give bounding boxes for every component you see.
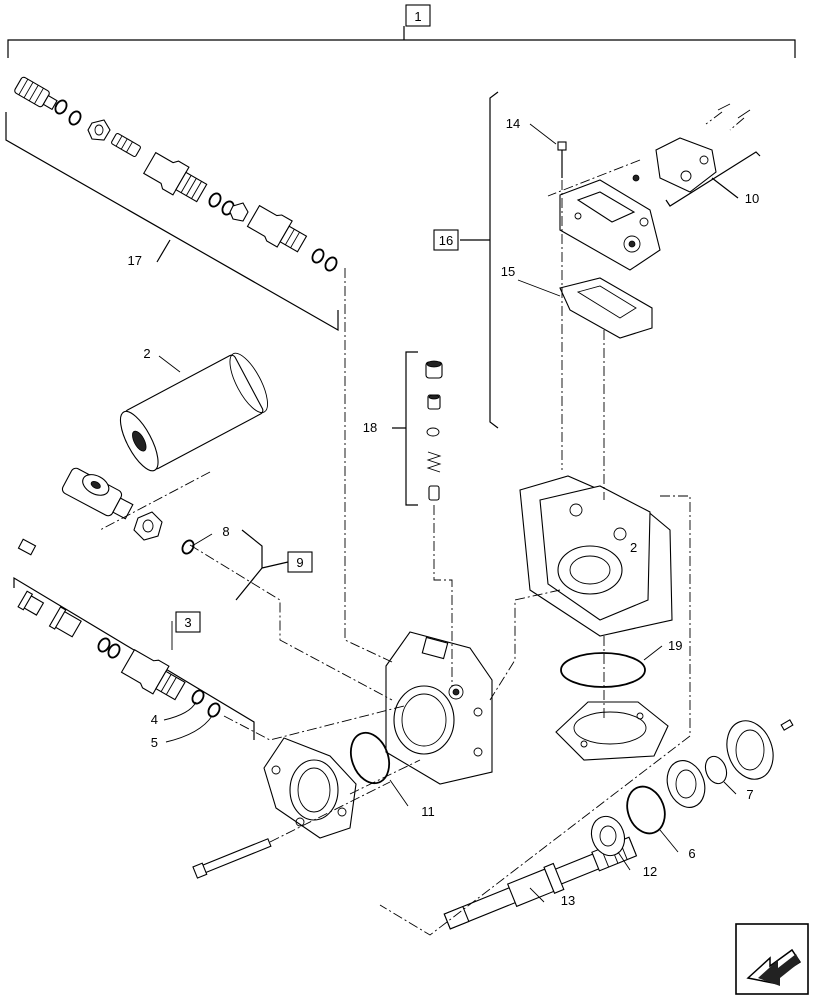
assembly-bracket-1: 1	[7, 4, 796, 58]
callout-15: 15	[501, 264, 515, 279]
callout-18: 18	[363, 420, 377, 435]
callout-17: 17	[128, 253, 142, 268]
callout-1: 1	[414, 9, 421, 24]
callout-12: 12	[643, 864, 657, 879]
callout-14: 14	[506, 116, 520, 131]
central-valve-body	[385, 631, 493, 785]
callout-5: 5	[151, 735, 158, 750]
valve-assembly-17: 17	[5, 76, 339, 332]
valve-assembly-3: 3 4 5	[13, 576, 255, 750]
callout-16: 16	[439, 233, 453, 248]
callout-9: 9	[296, 555, 303, 570]
callout-10: 10	[745, 191, 759, 206]
callout-11: 11	[421, 804, 435, 819]
shaft-group: 13 12 6 7	[443, 719, 794, 930]
callout-6: 6	[688, 846, 695, 861]
callout-13: 13	[561, 893, 575, 908]
svg-text:2: 2	[630, 540, 637, 555]
callout-19: 19	[668, 638, 682, 653]
callout-2: 2	[143, 346, 150, 361]
filter-element-2: 2	[119, 346, 268, 472]
flange-and-oring-11: 11	[192, 731, 435, 879]
control-module-16: 16 14 15 10	[433, 91, 761, 429]
filter-head-group-9: 8 9	[17, 467, 313, 601]
callout-8: 8	[222, 524, 229, 539]
callout-7: 7	[746, 787, 753, 802]
alignment-lines	[99, 111, 745, 936]
callout-3: 3	[184, 615, 191, 630]
valve-stack-18: 18	[363, 351, 443, 506]
next-page-arrow-icon[interactable]	[735, 923, 809, 995]
pump-housing: 2	[519, 475, 673, 637]
callout-4: 4	[151, 712, 158, 727]
oring-19-and-plate: 19	[555, 638, 682, 761]
